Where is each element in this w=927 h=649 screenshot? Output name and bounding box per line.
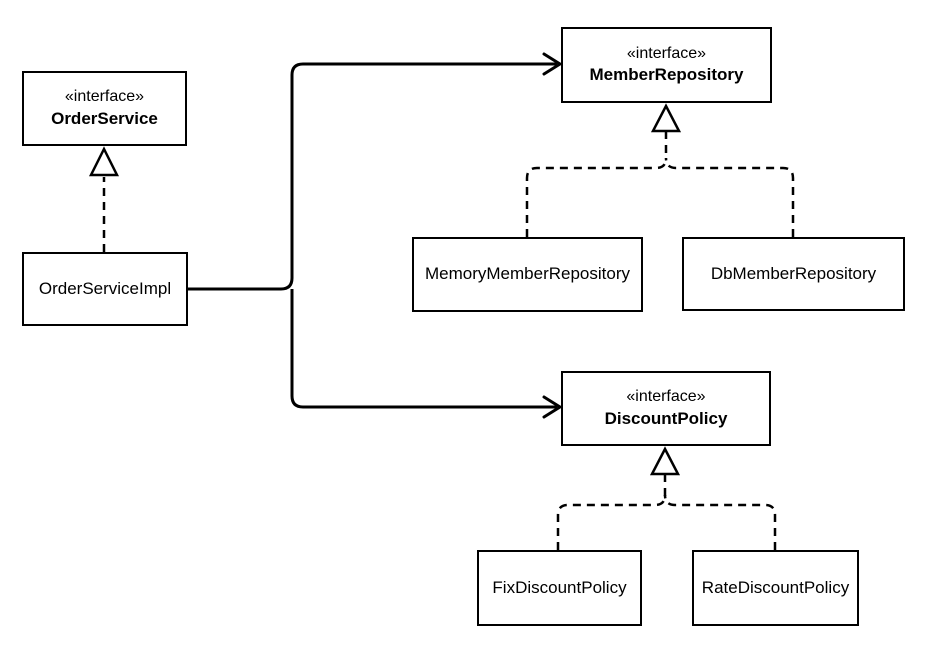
node-name: RateDiscountPolicy	[701, 577, 850, 597]
dependency-edge-orderserviceimpl-memberrepository	[188, 62, 557, 291]
realization-edge-ratediscountpolicy-discountpolicy	[663, 494, 777, 550]
node-db-member-repository: DbMemberRepository	[682, 237, 905, 311]
node-name: DbMemberRepository	[710, 263, 877, 283]
dependency-arrowhead-icon-memberrepository	[542, 52, 562, 76]
realization-triangle-icon-orderservice	[88, 146, 120, 177]
node-rate-discount-policy: RateDiscountPolicy	[692, 550, 859, 626]
node-name: MemberRepository	[589, 65, 744, 85]
node-name: MemoryMemberRepository	[425, 264, 630, 284]
node-fix-discount-policy: FixDiscountPolicy	[477, 550, 642, 626]
stereotype-label: «interface»	[64, 88, 145, 106]
realization-triangle-icon-discountpolicy	[649, 446, 681, 476]
realization-edge-memorymemberrepository-memberrepository	[525, 157, 668, 237]
node-name: FixDiscountPolicy	[492, 577, 627, 597]
stereotype-label: «interface»	[626, 388, 706, 406]
node-memory-member-repository: MemoryMemberRepository	[412, 237, 643, 312]
node-order-service-impl: OrderServiceImpl	[22, 252, 188, 326]
realization-triangle-icon-memberrepository	[650, 103, 682, 133]
node-name: DiscountPolicy	[604, 408, 728, 428]
node-order-service: «interface» OrderService	[22, 71, 187, 146]
node-name: OrderService	[51, 108, 158, 128]
realization-edge-fixdiscountpolicy-discountpolicy	[556, 494, 667, 550]
dependency-arrowhead-icon-discountpolicy	[542, 395, 562, 419]
node-member-repository: «interface» MemberRepository	[561, 27, 772, 103]
node-name: OrderServiceImpl	[38, 278, 172, 298]
realization-edge-dbmemberrepository-memberrepository	[664, 157, 795, 237]
node-discount-policy: «interface» DiscountPolicy	[561, 371, 771, 446]
dependency-edge-orderserviceimpl-discountpolicy	[290, 289, 557, 409]
stereotype-label: «interface»	[626, 44, 707, 62]
